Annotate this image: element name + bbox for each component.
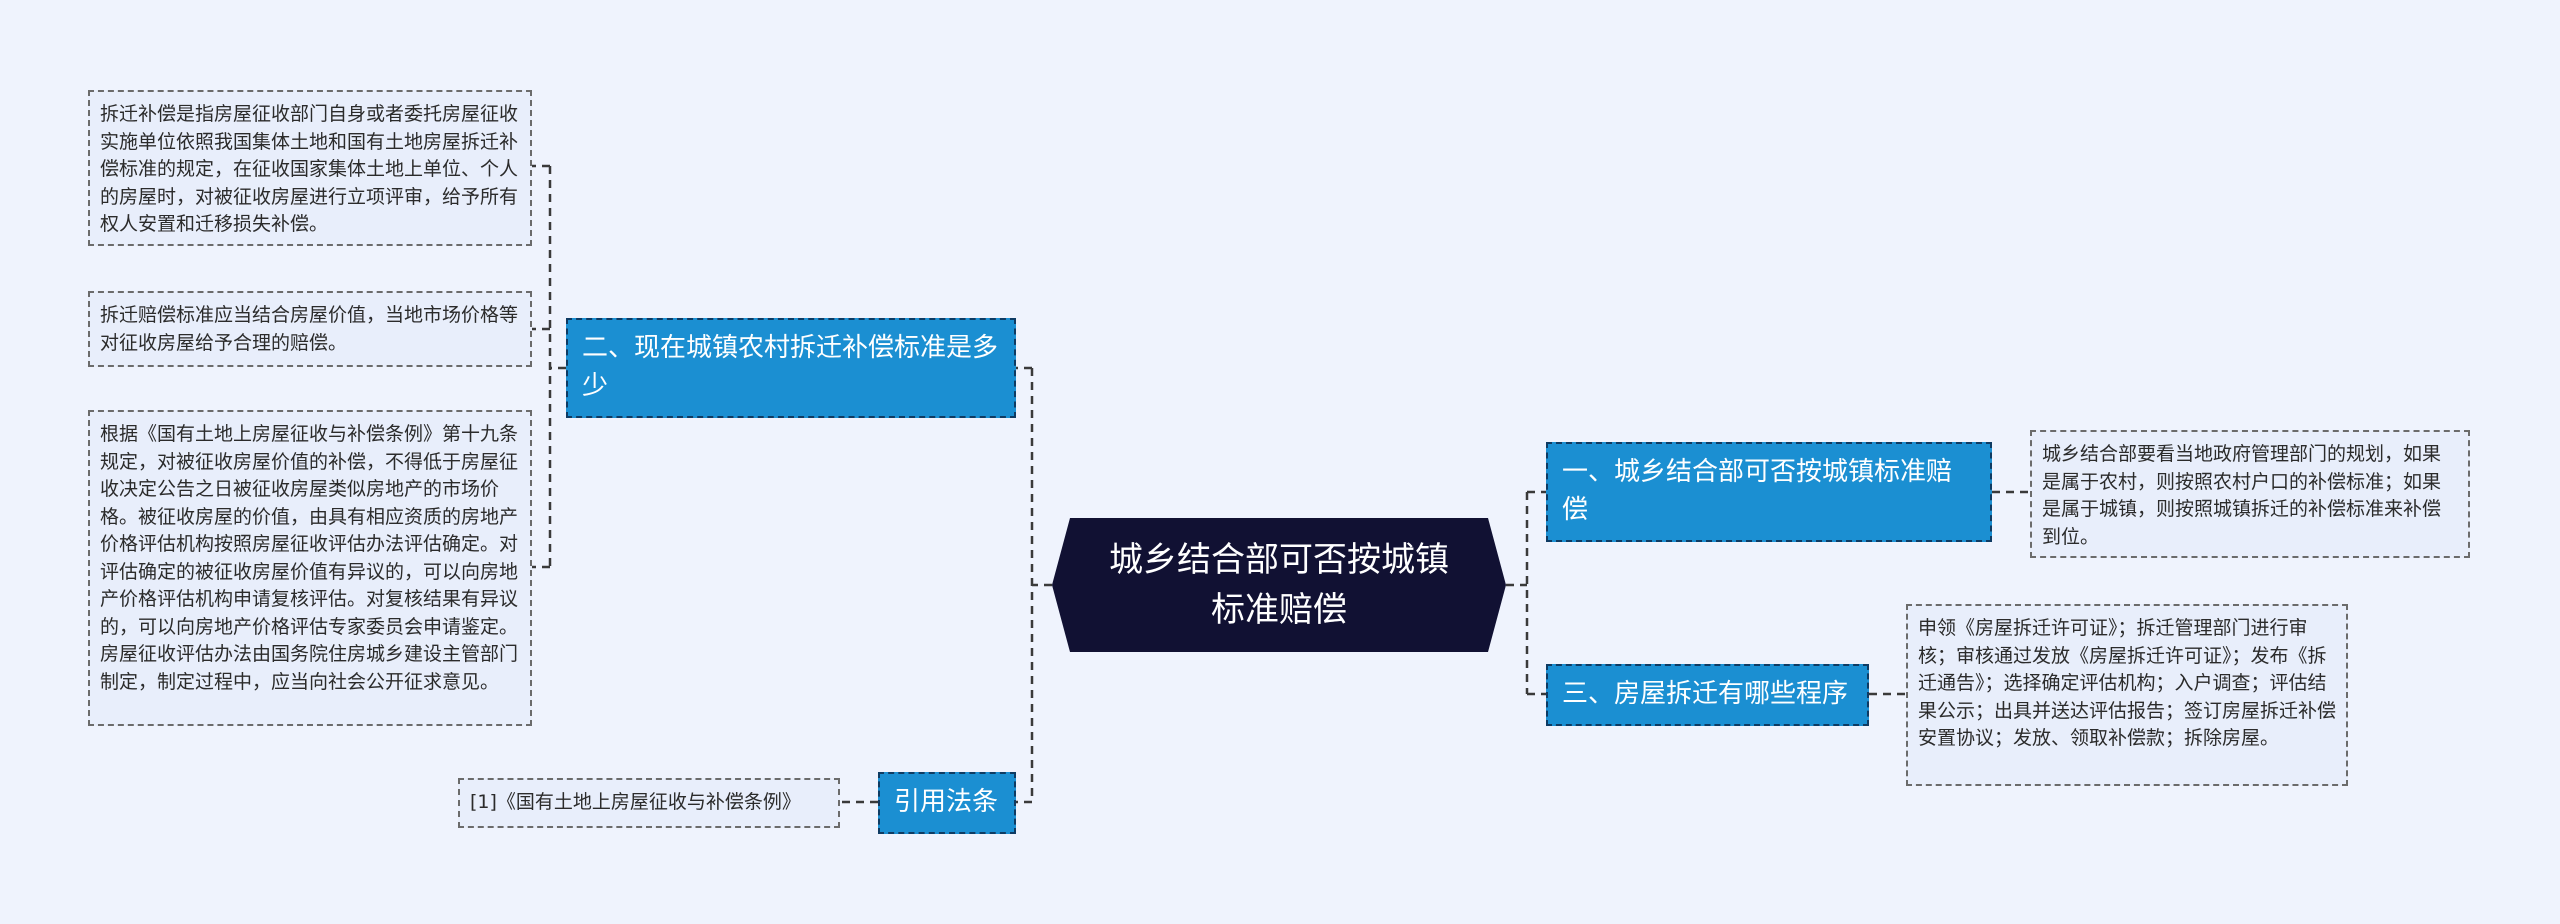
branch-label: 三、房屋拆迁有哪些程序 (1562, 679, 1849, 709)
branch-label: 二、现在城镇农村拆迁补偿标准是多少 (582, 333, 999, 401)
leaf-node-urban-rural-answer[interactable]: 城乡结合部要看当地政府管理部门的规划，如果是属于农村，则按照农村户口的补偿标准；… (2030, 430, 2470, 558)
leaf-node-compensation-principle[interactable]: 拆迁赔偿标准应当结合房屋价值，当地市场价格等对征收房屋给予合理的赔偿。 (88, 291, 532, 367)
leaf-node-compensation-definition[interactable]: 拆迁补偿是指房屋征收部门自身或者委托房屋征收实施单位依照我国集体土地和国有土地房… (88, 90, 532, 246)
branch-label: 一、城乡结合部可否按城镇标准赔偿 (1562, 457, 1953, 525)
leaf-node-regulation-article[interactable]: 根据《国有土地上房屋征收与补偿条例》第十九条规定，对被征收房屋价值的补偿，不得低… (88, 410, 532, 726)
leaf-text: 拆迁赔偿标准应当结合房屋价值，当地市场价格等对征收房屋给予合理的赔偿。 (100, 304, 519, 354)
leaf-text: 拆迁补偿是指房屋征收部门自身或者委托房屋征收实施单位依照我国集体土地和国有土地房… (100, 103, 519, 235)
branch-node-cited-law[interactable]: 引用法条 (878, 772, 1016, 834)
branch-node-urban-rural-standard[interactable]: 一、城乡结合部可否按城镇标准赔偿 (1546, 442, 1992, 542)
leaf-text: 申领《房屋拆迁许可证》；拆迁管理部门进行审核；审核通过发放《房屋拆迁许可证》；发… (1918, 617, 2337, 749)
branch-label: 引用法条 (894, 787, 999, 817)
leaf-text: 根据《国有土地上房屋征收与补偿条例》第十九条规定，对被征收房屋价值的补偿，不得低… (100, 423, 519, 693)
central-topic-label: 城乡结合部可否按城镇标准赔偿 (1109, 540, 1449, 630)
leaf-text: [1]《国有土地上房屋征收与补偿条例》 (470, 791, 801, 813)
branch-node-compensation-standard[interactable]: 二、现在城镇农村拆迁补偿标准是多少 (566, 318, 1016, 418)
branch-node-demolition-procedure[interactable]: 三、房屋拆迁有哪些程序 (1546, 664, 1869, 726)
central-topic[interactable]: 城乡结合部可否按城镇标准赔偿 (1052, 518, 1506, 652)
leaf-text: 城乡结合部要看当地政府管理部门的规划，如果是属于农村，则按照农村户口的补偿标准；… (2042, 443, 2442, 548)
leaf-node-citation[interactable]: [1]《国有土地上房屋征收与补偿条例》 (458, 778, 840, 828)
leaf-node-procedure-steps[interactable]: 申领《房屋拆迁许可证》；拆迁管理部门进行审核；审核通过发放《房屋拆迁许可证》；发… (1906, 604, 2348, 786)
